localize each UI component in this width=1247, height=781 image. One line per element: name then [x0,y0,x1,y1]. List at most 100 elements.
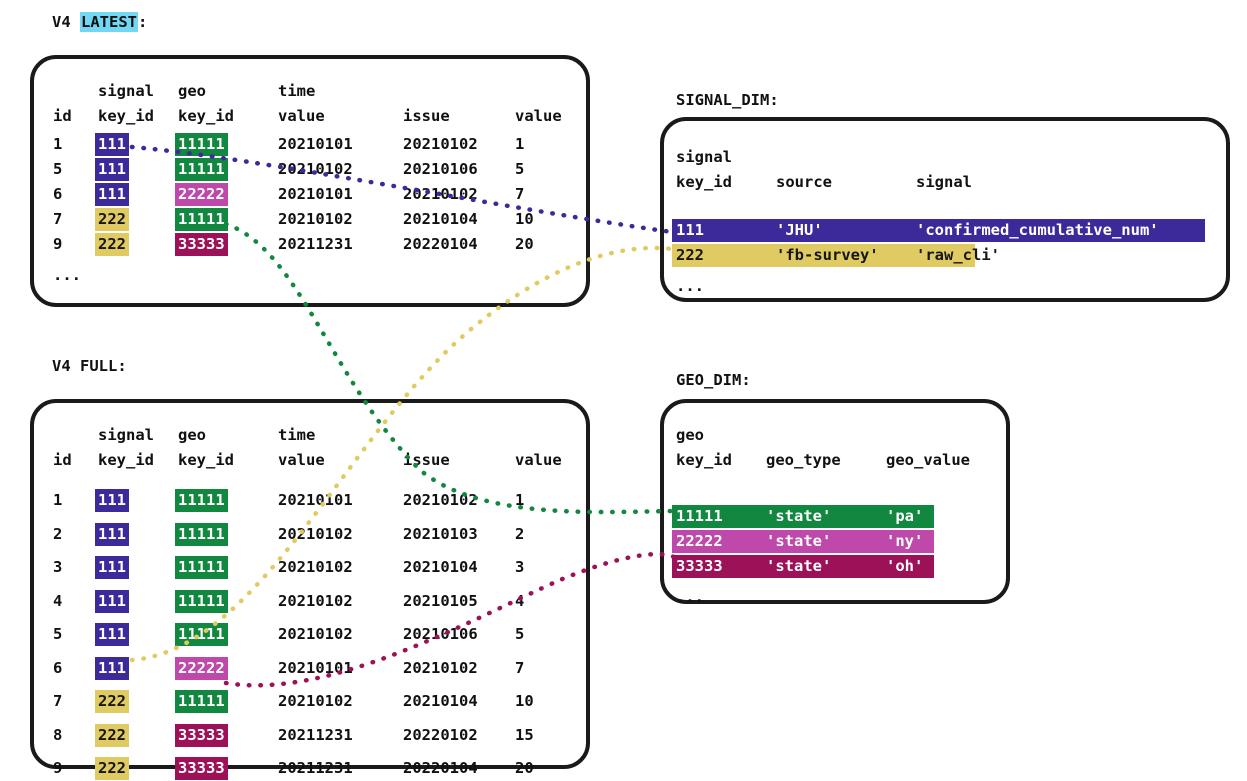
latest-highlight: LATEST [80,12,138,32]
value-cell: 5 [515,625,525,643]
signal-key-id-chip: 222 [95,723,129,747]
issue-cell: 20210102 [403,491,478,509]
col-header-time-value: value [278,451,325,469]
time-value-cell: 20211231 [278,759,353,777]
geo-key-id-chip: 11111 [175,589,228,613]
col-header-geo-key-id: key_id [178,107,234,125]
table-row-id: 7 [53,210,63,228]
v4-full-caption: V4 FULL: [52,357,127,375]
dim-row-band [672,244,975,267]
geo-key-id-chip: 11111 [175,556,228,579]
value-cell: 2 [515,524,525,543]
dim-second-cell: 'state' [766,532,832,550]
issue-cell: 20210104 [403,558,478,576]
value-cell: 1 [515,135,525,153]
signal-key-id-chip: 222 [95,233,129,256]
signal-key-id-chip: 111 [95,522,129,546]
dim-key-id-cell: 33333 [676,557,723,575]
signal-key-id-chip: 111 [95,656,129,680]
value-cell: 15 [515,725,534,744]
dim-second-cell: 'JHU' [776,221,823,239]
table-row-id: 9 [53,235,63,253]
dim-key-id-cell: 11111 [676,507,723,525]
dim-row-band [672,219,1205,242]
issue-cell: 20210102 [403,658,478,677]
col-header-value: value [515,451,562,469]
col-header-geo: geo [178,82,206,100]
col-header-geo: geo [178,426,206,444]
v4-latest-caption-colon: : [138,13,148,31]
signal-key-id-chip: 111 [95,489,129,512]
dim-col-header-key-id: key_id [676,451,732,469]
value-cell: 3 [515,558,525,576]
dim-key-id-cell: 222 [676,246,704,264]
value-cell: 4 [515,591,525,610]
col-header-time: time [278,426,316,444]
col-header-issue: issue [403,107,450,125]
signal-dim-caption: SIGNAL_DIM: [676,91,779,109]
time-value-cell: 20210102 [278,692,353,710]
table-row-id: 5 [53,160,63,178]
table-row-id: 1 [53,491,63,509]
value-cell: 7 [515,658,525,677]
geo-key-id-chip: 22222 [175,656,228,680]
dim-second-cell: 'state' [766,507,832,525]
signal-key-id-chip: 111 [95,158,129,181]
dim-third-cell: 'oh' [886,557,924,575]
time-value-cell: 20210102 [278,524,353,543]
geo-key-id-chip: 33333 [175,757,228,780]
col-header-id: id [53,451,72,469]
value-cell: 10 [515,692,534,710]
table-row-id: 3 [53,558,63,576]
col-header-signal: signal [98,82,154,100]
table-row-id: 8 [53,725,63,744]
col-header-time: time [278,82,316,100]
issue-cell: 20220102 [403,725,478,744]
geo-key-id-chip: 11111 [175,522,228,546]
geo-key-id-chip: 11111 [175,623,228,646]
time-value-cell: 20210102 [278,625,353,643]
dim-col-header-second: source [776,173,832,191]
dim-col-header-third: signal [916,173,972,191]
signal-key-id-chip: 111 [95,623,129,646]
dim-key-id-cell: 111 [676,221,704,239]
signal-key-id-chip: 222 [95,690,129,713]
dim-row-band [672,555,934,578]
dim-col-header-line1: signal [676,148,732,166]
time-value-cell: 20210102 [278,558,353,576]
signal-key-id-chip: 111 [95,556,129,579]
dim-ellipsis: ... [676,588,704,606]
table-row-id: 6 [53,185,63,203]
issue-cell: 20210104 [403,692,478,710]
dim-second-cell: 'fb-survey' [776,246,879,264]
signal-key-id-chip: 222 [95,208,129,231]
geo-dim-caption: GEO_DIM: [676,371,751,389]
col-header-id: id [53,107,72,125]
dim-row-band [672,530,934,553]
dim-col-header-line1: geo [676,426,704,444]
geo-key-id-chip: 11111 [175,489,228,512]
dim-key-id-cell: 22222 [676,532,723,550]
dim-third-cell: 'confirmed_cumulative_num' [916,221,1159,239]
col-header-issue: issue [403,451,450,469]
geo-key-id-chip: 33333 [175,723,228,747]
table-row-id: 7 [53,692,63,710]
dim-col-header-key-id: key_id [676,173,732,191]
dim-row-band [672,505,934,528]
geo-key-id-chip: 11111 [175,690,228,713]
signal-key-id-chip: 222 [95,757,129,780]
col-header-signal-key-id: key_id [98,107,154,125]
time-value-cell: 20210101 [278,658,353,677]
signal-dim-box [660,117,1230,302]
dim-col-header-third: geo_value [886,451,970,469]
signal-key-id-chip: 111 [95,589,129,613]
dim-second-cell: 'state' [766,557,832,575]
dim-third-cell: 'pa' [886,507,924,525]
table-row-id: 4 [53,591,63,610]
col-header-signal-key-id: key_id [98,451,154,469]
dim-ellipsis: ... [676,277,704,295]
table-row-id: 9 [53,759,63,777]
